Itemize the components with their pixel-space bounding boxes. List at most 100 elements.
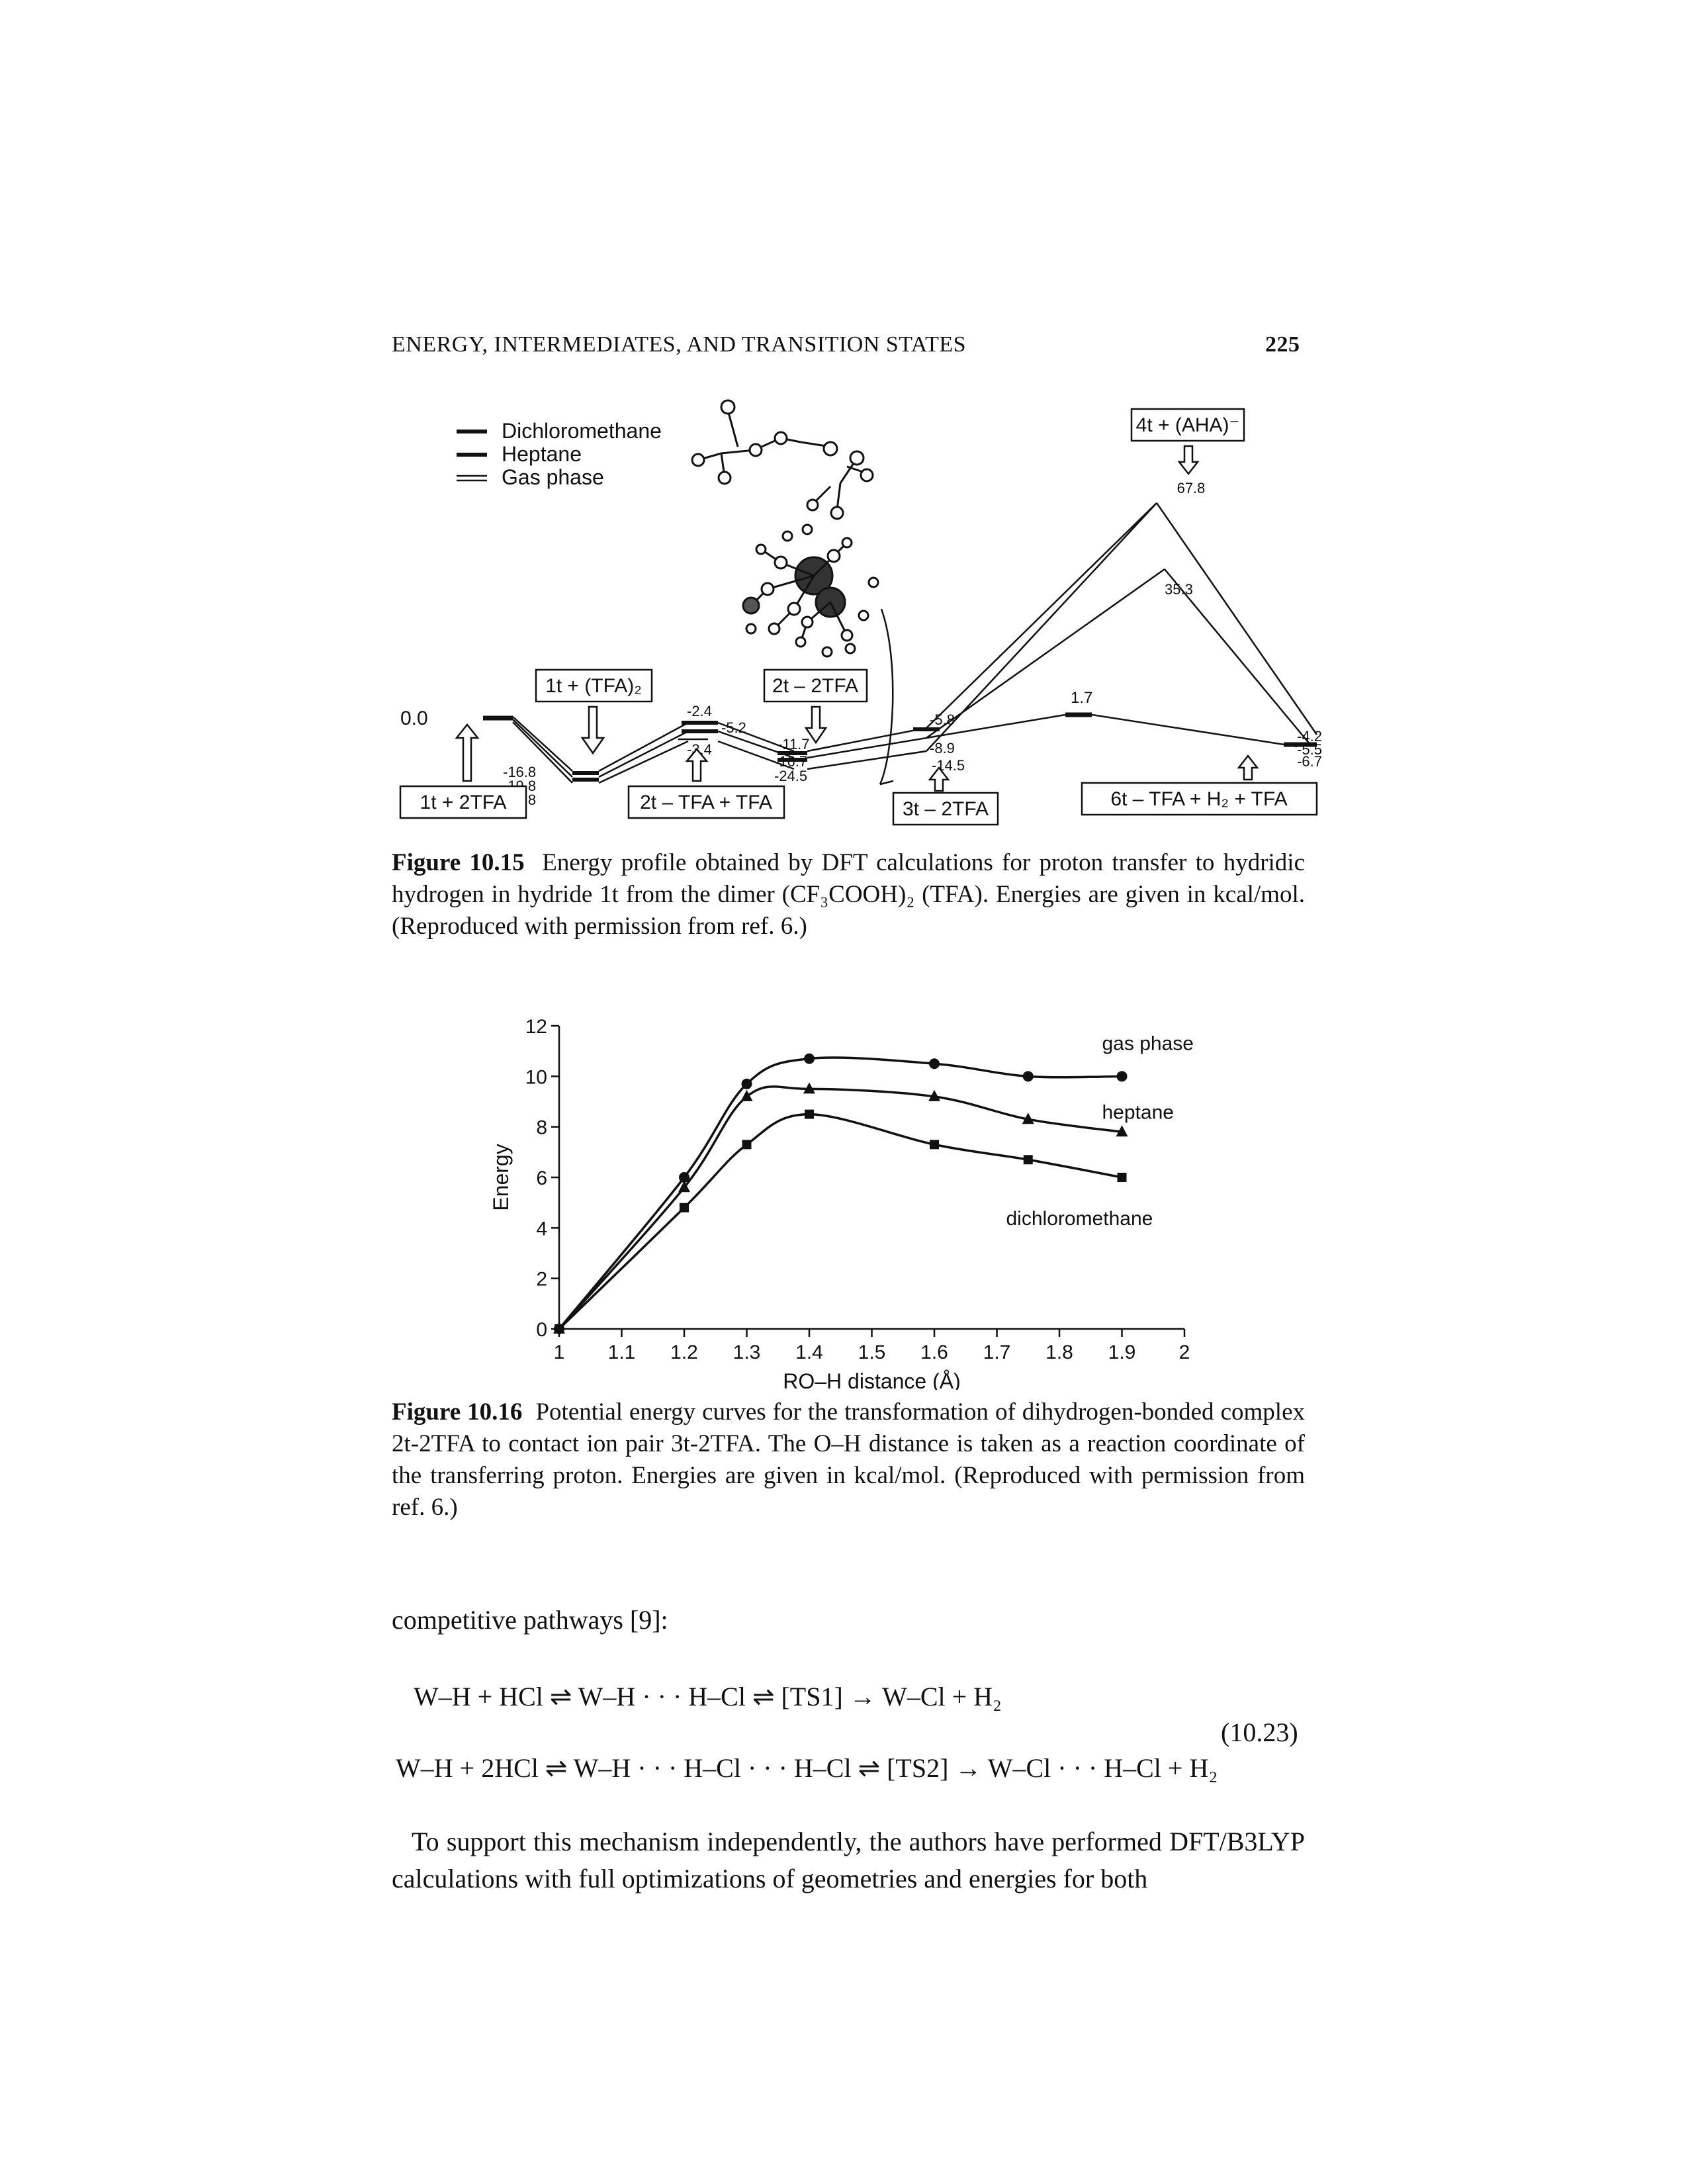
arrow-down-icon xyxy=(580,705,605,755)
series-label: heptane xyxy=(1102,1101,1174,1123)
x-axis-label: RO–H distance (Å) xyxy=(783,1369,961,1390)
body-intro: competitive pathways [9]: xyxy=(392,1605,668,1635)
arrow-up-icon xyxy=(1237,754,1259,781)
legend-heptane: Heptane xyxy=(502,442,582,466)
figure-10-16-caption: Figure 10.16 Potential energy curves for… xyxy=(392,1396,1305,1524)
point-square xyxy=(742,1140,752,1150)
figure-10-15-text: Energy profile obtained by DFT calculati… xyxy=(392,849,1305,940)
x-tick-label: 1.1 xyxy=(608,1342,636,1363)
box-6t xyxy=(1081,782,1318,816)
label-2-4: -2.4 xyxy=(687,703,712,719)
label-35-3: 35.3 xyxy=(1165,581,1193,598)
legend-dichloromethane: Dichloromethane xyxy=(502,419,662,443)
box-1t-2tfa xyxy=(399,785,527,819)
series-label: dichloromethane xyxy=(1006,1208,1153,1230)
arrow-up-icon xyxy=(685,748,709,782)
point-triangle xyxy=(928,1089,940,1101)
point-circle xyxy=(1022,1071,1034,1082)
label-5-8: -5.8 xyxy=(930,711,955,728)
molecule-sketch xyxy=(691,399,894,786)
y-tick-label: 6 xyxy=(536,1167,547,1189)
point-circle xyxy=(804,1053,815,1064)
running-title: ENERGY, INTERMEDIATES, AND TRANSITION ST… xyxy=(392,332,967,357)
x-tick-label: 1.3 xyxy=(733,1342,761,1363)
energy-profile-diagram: Dichloromethane Heptane Gas phase xyxy=(399,399,1322,826)
y-tick-label: 0 xyxy=(536,1319,547,1341)
box-3t-2tfa xyxy=(892,792,999,826)
label-11-7: -11.7 xyxy=(777,736,810,752)
x-tick-label: 1.2 xyxy=(670,1342,698,1363)
equation-line-1: W–H + HCl ⇌ W–H · · · H–Cl ⇌ [TS1] → W–C… xyxy=(414,1682,1002,1711)
x-tick-label: 1.8 xyxy=(1045,1342,1073,1363)
box-1t-tfa2-label: 1t + (TFA)₂ xyxy=(545,675,642,697)
point-square xyxy=(555,1324,564,1334)
box-3t-2tfa-label: 3t – 2TFA xyxy=(903,798,989,820)
label-1-7: 1.7 xyxy=(1071,689,1092,707)
x-tick-label: 1.4 xyxy=(795,1342,823,1363)
arrow-up-icon xyxy=(455,723,480,782)
x-tick-label: 1 xyxy=(554,1342,565,1363)
point-circle xyxy=(741,1078,752,1089)
point-square xyxy=(930,1140,939,1150)
y-tick-label: 12 xyxy=(525,1016,547,1038)
label-6-7: -6.7 xyxy=(1297,753,1322,770)
box-6t-label: 6t – TFA + H₂ + TFA xyxy=(1110,788,1287,810)
equation-line-2: W–H + 2HCl ⇌ W–H · · · H–Cl · · · H–Cl ⇌… xyxy=(396,1753,1218,1783)
chart-series xyxy=(558,1056,1122,1330)
x-tick-label: 1.7 xyxy=(983,1342,1011,1363)
x-tick-label: 1.6 xyxy=(920,1342,948,1363)
box-2t-2tfa xyxy=(763,668,868,703)
label-4-2: -4.2 xyxy=(1297,728,1322,745)
label-24-5: -24.5 xyxy=(774,768,807,784)
page-number: 225 xyxy=(1265,332,1300,357)
point-triangle xyxy=(740,1089,753,1101)
arrow-up-icon xyxy=(928,766,950,792)
equation-number: (10.23) xyxy=(1221,1717,1298,1747)
profile-lines xyxy=(512,502,1318,784)
y-tick-label: 2 xyxy=(536,1269,547,1291)
figure-10-15-label: Figure 10.15 xyxy=(392,849,525,876)
label-5-5: -5.5 xyxy=(1297,741,1322,758)
point-square xyxy=(1023,1155,1033,1165)
series-line-gas-phase xyxy=(558,1056,1122,1330)
point-triangle xyxy=(1022,1113,1034,1124)
figure-10-16-label: Figure 10.16 xyxy=(392,1398,523,1426)
body-paragraph: To support this mechanism independently,… xyxy=(392,1827,1305,1893)
point-circle xyxy=(929,1058,940,1069)
label-8-9: -8.9 xyxy=(930,740,955,756)
point-square xyxy=(805,1109,814,1119)
y-tick-label: 10 xyxy=(525,1066,547,1088)
arrow-down-icon xyxy=(1177,445,1200,476)
chart-markers xyxy=(553,1053,1128,1334)
y-axis-label: Energy xyxy=(490,1144,513,1210)
box-2t-tfa-tfa xyxy=(627,785,785,819)
label-67-8: 67.8 xyxy=(1177,480,1206,496)
y-tick-label: 4 xyxy=(536,1218,547,1240)
point-square xyxy=(1117,1173,1127,1182)
level-bars xyxy=(483,712,1317,782)
box-4t-aha xyxy=(1130,408,1245,442)
label-5-2: -5.2 xyxy=(721,719,746,736)
x-tick-label: 2 xyxy=(1179,1342,1190,1363)
chart-axes xyxy=(551,1024,1186,1337)
legend-gas-phase: Gas phase xyxy=(502,465,604,489)
y-tick-label: 8 xyxy=(536,1117,547,1139)
legend: Dichloromethane Heptane Gas phase xyxy=(457,419,662,489)
point-square xyxy=(680,1203,689,1212)
point-circle xyxy=(1116,1071,1128,1082)
box-2t-tfa-tfa-label: 2t – TFA + TFA xyxy=(640,792,772,813)
label-16-8: -16.8 xyxy=(503,764,536,780)
series-line-heptane xyxy=(558,1085,1122,1330)
arrow-down-icon xyxy=(804,705,828,745)
point-triangle xyxy=(1116,1125,1128,1137)
box-4t-aha-label: 4t + (AHA)⁻ xyxy=(1136,414,1240,436)
label-0-0: 0.0 xyxy=(400,707,428,729)
box-1t-tfa2 xyxy=(535,668,653,703)
x-tick-label: 1.5 xyxy=(858,1342,886,1363)
figure-10-15-caption: Figure 10.15 Energy profile obtained by … xyxy=(392,847,1305,942)
point-triangle xyxy=(678,1181,690,1193)
box-2t-2tfa-label: 2t – 2TFA xyxy=(772,675,858,697)
figure-10-16-text: Potential energy curves for the transfor… xyxy=(392,1398,1305,1521)
